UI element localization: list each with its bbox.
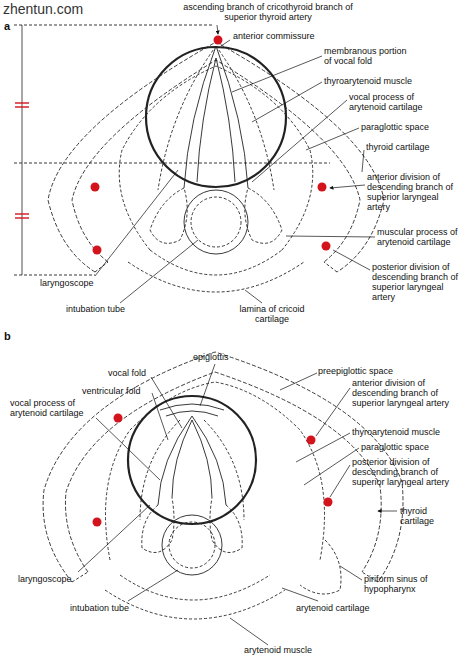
part-label: vocal process of arytenoid cartilage [10,398,98,418]
part-label: lamina of cricoid cartilage [236,304,308,324]
part-label: membranous portion of vocal fold [324,46,416,66]
watermark: zhentun.com [3,2,83,18]
part-label: thyroarytenoid muscle [324,76,412,86]
artery-label: anterior division of descending branch o… [367,172,460,212]
part-label: arytenoid muscle [244,645,312,655]
part-label: preepiglottic space [318,366,393,376]
part-label: paraglottic space [361,442,429,452]
part-label: thyroid cartilage [366,142,430,152]
part-label: paraglottic space [361,122,429,132]
panel-letter: b [4,330,11,342]
part-label: intubation tube [70,603,129,613]
part-label: thyroid cartilage [400,506,455,526]
part-label: laryngoscope [40,278,94,288]
panel-letter: a [4,20,10,32]
part-label: ventricular fold [82,386,141,396]
part-label: thyroarytenoid muscle [352,427,440,437]
artery-label: posterior division of descending branch … [372,262,460,302]
artery-label: posterior division of descending branch … [352,457,458,487]
part-label: laryngoscope [18,574,72,584]
part-label: intubation tube [66,304,125,314]
part-label: anterior commissure [233,31,315,41]
part-label: arytenoid cartilage [296,603,370,613]
part-label: vocal process of arytenoid cartilage [349,92,449,112]
part-label: muscular process of arytenoid cartilage [377,227,459,247]
part-label: piriform sinus of hypopharynx [364,574,454,594]
part-label: vocal fold [108,368,146,378]
part-label: epiglottis [193,352,229,362]
part-label: ascending branch of cricothyroid branch … [168,2,368,22]
artery-label: anterior division of descending branch o… [352,378,458,408]
